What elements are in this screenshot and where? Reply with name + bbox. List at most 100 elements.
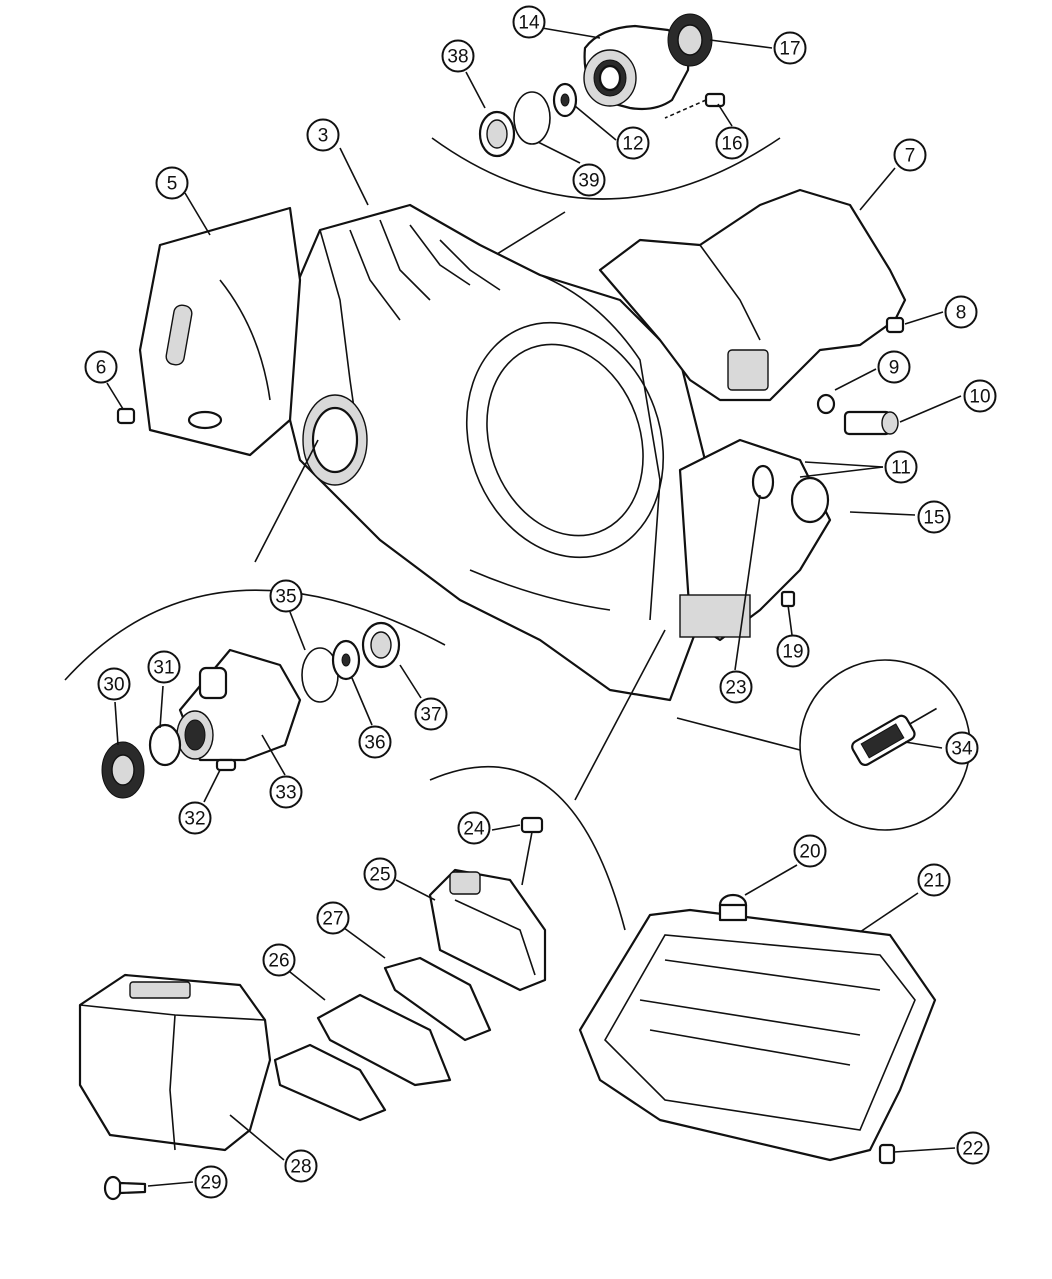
callout-circle — [147, 650, 181, 684]
extension-housing — [583, 24, 690, 111]
callout-38: 38 — [441, 39, 475, 73]
valve-body-side — [678, 438, 832, 642]
callout-33: 33 — [269, 775, 303, 809]
callout-label: 9 — [889, 358, 900, 379]
callout-label: 28 — [290, 1157, 311, 1178]
callout-circle — [97, 667, 131, 701]
lower-detail-arc — [64, 589, 446, 681]
callout-circle — [719, 670, 753, 704]
callout-22: 22 — [956, 1131, 990, 1165]
callout-circle — [269, 579, 303, 613]
callout-16: 16 — [715, 126, 749, 160]
callout-label: 32 — [184, 809, 205, 830]
callout-37: 37 — [414, 697, 448, 731]
callout-circle — [884, 450, 918, 484]
bolt — [664, 92, 726, 119]
valve-body-detail-arc — [429, 765, 626, 931]
callout-35: 35 — [269, 579, 303, 613]
pan-magnet — [718, 893, 748, 922]
valve-gasket — [273, 1043, 387, 1122]
callout-19: 19 — [776, 634, 810, 668]
callout-39: 39 — [572, 163, 606, 197]
long-bolt — [520, 816, 544, 886]
callout-23: 23 — [719, 670, 753, 704]
callout-circle — [194, 1165, 228, 1199]
callout-circle — [306, 118, 340, 152]
callout-5: 5 — [155, 166, 189, 200]
callout-circle — [944, 295, 978, 329]
callout-label: 10 — [969, 387, 990, 408]
callout-label: 11 — [891, 458, 911, 479]
callout-25: 25 — [363, 857, 397, 891]
callout-8: 8 — [944, 295, 978, 329]
callout-label: 16 — [721, 134, 742, 155]
cover-screw — [103, 1175, 147, 1201]
callout-label: 21 — [923, 871, 944, 892]
callout-circle — [893, 138, 927, 172]
callout-circle — [457, 811, 491, 845]
callout-label: 19 — [782, 642, 803, 663]
callout-label: 14 — [518, 13, 540, 34]
callout-11: 11 — [884, 450, 918, 484]
callout-9: 9 — [877, 350, 911, 384]
bearing-race — [148, 723, 182, 767]
transaxle-case — [278, 203, 722, 702]
vent — [116, 407, 136, 425]
callout-label: 12 — [622, 134, 643, 155]
speed-sensor — [843, 410, 899, 436]
callout-circle — [441, 39, 475, 73]
callout-circle — [358, 725, 392, 759]
callout-label: 20 — [799, 842, 820, 863]
seal — [667, 13, 713, 67]
callout-label: 37 — [420, 705, 441, 726]
callout-circle — [715, 126, 749, 160]
callout-label: 3 — [318, 126, 329, 147]
callout-30: 30 — [97, 667, 131, 701]
callout-label: 17 — [779, 39, 800, 60]
callout-label: 5 — [167, 174, 178, 195]
callout-circle — [572, 163, 606, 197]
callout-circle — [963, 379, 997, 413]
callout-circle — [84, 350, 118, 384]
callout-circle — [155, 166, 189, 200]
callout-label: 38 — [447, 47, 468, 68]
callout-32: 32 — [178, 801, 212, 835]
callout-6: 6 — [84, 350, 118, 384]
callout-31: 31 — [147, 650, 181, 684]
differential-housing — [176, 648, 302, 762]
sealing-washer — [816, 393, 836, 415]
callout-circle — [262, 943, 296, 977]
callout-12: 12 — [616, 126, 650, 160]
callout-label: 36 — [364, 733, 385, 754]
plug — [885, 316, 905, 334]
callout-26: 26 — [262, 943, 296, 977]
callout-27: 27 — [316, 901, 350, 935]
callout-circle — [917, 863, 951, 897]
callout-label: 33 — [275, 783, 296, 804]
solenoid-module — [428, 868, 547, 992]
callout-3: 3 — [306, 118, 340, 152]
callout-circle — [269, 775, 303, 809]
callout-label: 15 — [923, 508, 944, 529]
callout-34: 34 — [945, 731, 979, 765]
callout-28: 28 — [284, 1149, 318, 1183]
callout-label: 27 — [322, 909, 343, 930]
callout-label: 26 — [268, 951, 289, 972]
oil-pan — [578, 908, 937, 1162]
callout-circle — [284, 1149, 318, 1183]
callout-circle — [616, 126, 650, 160]
callout-circle — [945, 731, 979, 765]
callout-label: 8 — [956, 303, 967, 324]
callout-label: 35 — [275, 587, 296, 608]
o-ring — [513, 91, 551, 145]
callout-label: 29 — [200, 1173, 221, 1194]
transfer-plate — [316, 993, 452, 1087]
callout-circle — [776, 634, 810, 668]
callout-label: 6 — [96, 358, 107, 379]
separator-plate — [383, 956, 492, 1042]
callout-17: 17 — [773, 31, 807, 65]
callout-24: 24 — [457, 811, 491, 845]
callout-15: 15 — [917, 500, 951, 534]
callout-label: 25 — [369, 865, 390, 886]
